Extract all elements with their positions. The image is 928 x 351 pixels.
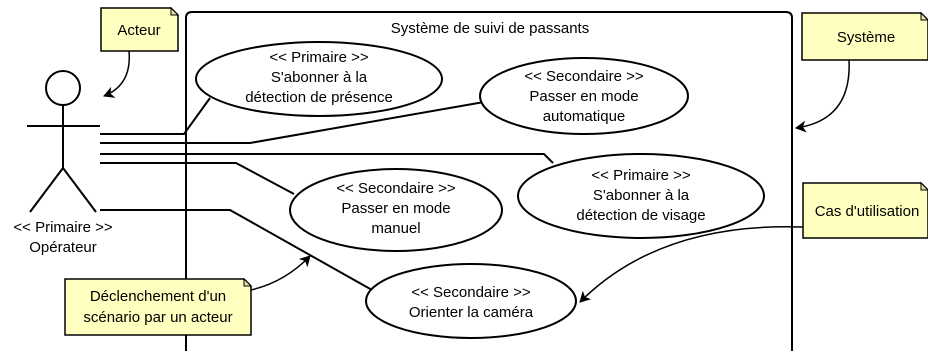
note-cas-text: Cas d'utilisation bbox=[815, 203, 920, 220]
use-case-stereotype: << Secondaire >> bbox=[524, 68, 644, 85]
note-acteur-text: Acteur bbox=[117, 22, 160, 39]
use-case-stereotype: << Primaire >> bbox=[269, 49, 368, 66]
association-manuel bbox=[100, 162, 295, 195]
note-systeme: Système bbox=[795, 11, 928, 133]
note-cas-connector bbox=[579, 225, 804, 303]
actor-operateur: << Primaire >> Opérateur bbox=[13, 70, 113, 256]
note-declenchement-connector bbox=[250, 255, 311, 291]
association-presence bbox=[100, 97, 211, 135]
note-systeme-text: Système bbox=[837, 29, 895, 46]
use-case-label: détection de visage bbox=[576, 207, 705, 224]
association-automatique bbox=[100, 101, 485, 144]
system-title: Système de suivi de passants bbox=[391, 20, 589, 37]
association-visage bbox=[100, 153, 554, 164]
use-case-label: S'abonner à la bbox=[593, 187, 690, 204]
note-declenchement: Déclenchement d'un scénario par un acteu… bbox=[64, 255, 311, 336]
use-case-automatique: << Secondaire >> Passer en mode automati… bbox=[479, 57, 689, 135]
note-systeme-connector bbox=[795, 59, 850, 133]
note-acteur: Acteur bbox=[100, 6, 180, 98]
use-case-stereotype: << Secondaire >> bbox=[336, 180, 456, 197]
use-case-label: manuel bbox=[371, 220, 420, 237]
note-acteur-connector bbox=[103, 50, 131, 98]
use-case-label: détection de présence bbox=[245, 89, 393, 106]
actor-stereotype: << Primaire >> bbox=[13, 219, 112, 236]
note-cas-utilisation: Cas d'utilisation bbox=[579, 181, 928, 303]
use-case-label: Orienter la caméra bbox=[409, 304, 534, 321]
use-case-label: Passer en mode bbox=[529, 88, 638, 105]
actor-head bbox=[45, 70, 81, 106]
use-case-manuel: << Secondaire >> Passer en mode manuel bbox=[289, 168, 503, 252]
use-case-presence: << Primaire >> S'abonner à la détection … bbox=[195, 41, 443, 117]
use-case-label: S'abonner à la bbox=[271, 69, 368, 86]
note-declenchement-line1: Déclenchement d'un bbox=[90, 288, 226, 305]
use-case-stereotype: << Secondaire >> bbox=[411, 284, 531, 301]
use-case-camera: << Secondaire >> Orienter la caméra bbox=[365, 263, 577, 339]
use-case-stereotype: << Primaire >> bbox=[591, 167, 690, 184]
use-case-label: automatique bbox=[543, 108, 626, 125]
note-declenchement-line2: scénario par un acteur bbox=[83, 309, 232, 326]
use-case-visage: << Primaire >> S'abonner à la détection … bbox=[517, 153, 765, 239]
system-boundary: Système de suivi de passants bbox=[185, 11, 793, 351]
actor-name: Opérateur bbox=[29, 239, 97, 256]
use-case-label: Passer en mode bbox=[341, 200, 450, 217]
associations bbox=[100, 97, 554, 291]
association-camera bbox=[100, 209, 373, 291]
